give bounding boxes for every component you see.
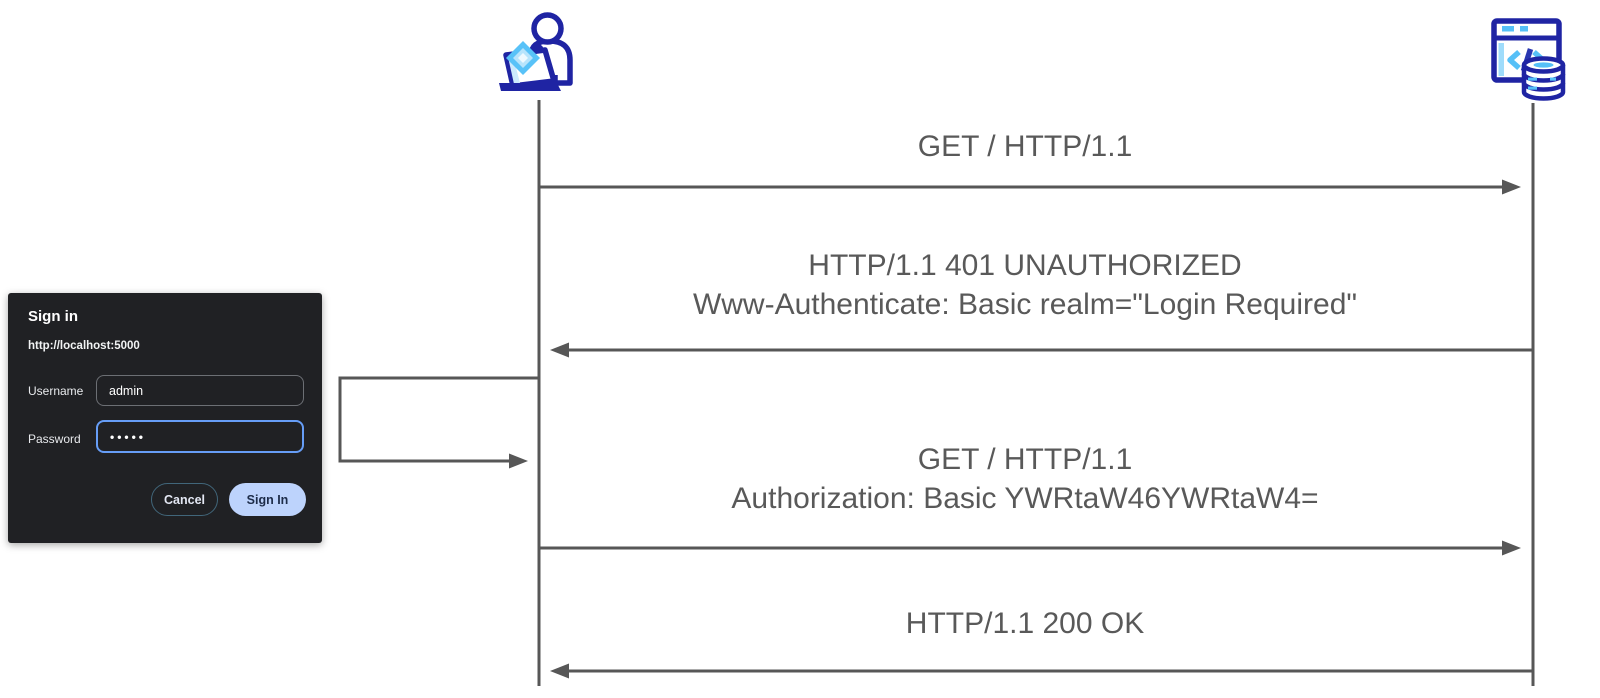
message-line: Authorization: Basic YWRtaW46YWRtaW4= <box>731 482 1319 515</box>
username-label: Username <box>28 384 84 398</box>
message-line: HTTP/1.1 200 OK <box>905 607 1145 640</box>
username-field[interactable] <box>96 375 304 406</box>
credentials-entry-self-loop <box>338 376 539 469</box>
dialog-url: http://localhost:5000 <box>28 340 140 352</box>
message-line: HTTP/1.1 401 UNAUTHORIZED <box>808 249 1242 282</box>
arrow-response-200 <box>550 663 1532 679</box>
message-line: GET / HTTP/1.1 <box>917 130 1133 163</box>
password-field[interactable] <box>96 420 304 453</box>
message-response-200: HTTP/1.1 200 OK <box>530 604 1520 643</box>
arrow-request-authenticated <box>540 540 1521 556</box>
dialog-buttons: Cancel Sign In <box>151 483 306 516</box>
sign-in-button[interactable]: Sign In <box>229 483 306 516</box>
dialog-title: Sign in <box>28 308 78 325</box>
arrow-request-unauthenticated <box>540 179 1521 195</box>
arrow-response-401 <box>550 342 1532 358</box>
password-label: Password <box>28 432 81 446</box>
message-line: Www-Authenticate: Basic realm="Login Req… <box>692 288 1358 321</box>
message-line: GET / HTTP/1.1 <box>917 443 1133 476</box>
database-icon <box>1521 56 1566 101</box>
user-at-laptop-icon <box>499 12 573 91</box>
signin-dialog: Sign in http://localhost:5000 Username P… <box>8 293 322 543</box>
message-request-unauthenticated: GET / HTTP/1.1 <box>530 127 1520 166</box>
cancel-button[interactable]: Cancel <box>151 483 218 516</box>
message-request-authenticated: GET / HTTP/1.1 Authorization: Basic YWRt… <box>530 440 1520 518</box>
web-server-database-icon <box>1491 18 1566 101</box>
message-response-401: HTTP/1.1 401 UNAUTHORIZED Www-Authentica… <box>530 246 1520 324</box>
